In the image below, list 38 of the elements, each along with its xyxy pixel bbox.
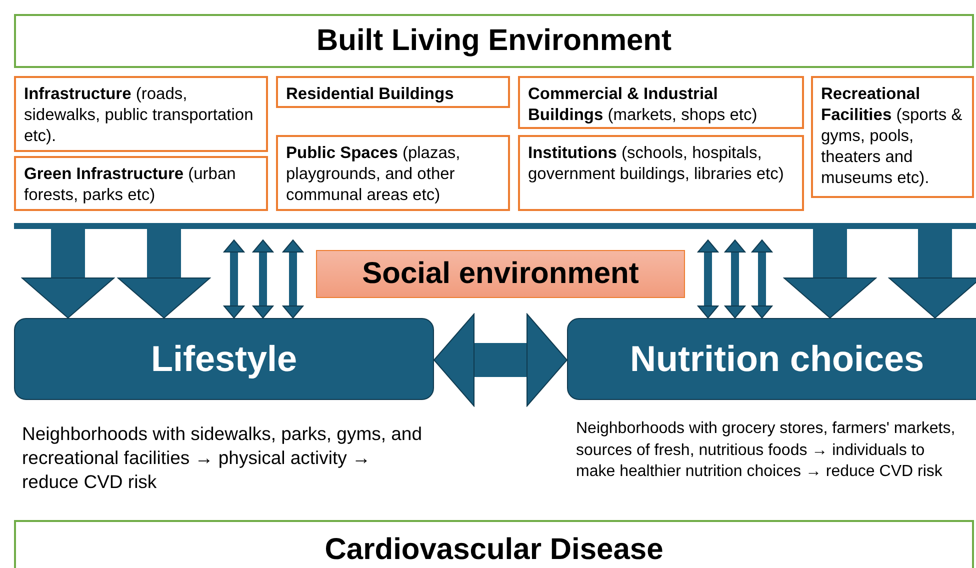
category-text: Green Infrastructure (urban forests, parks etc) <box>24 165 236 204</box>
heading-text: Lifestyle <box>150 338 298 380</box>
category-box <box>276 135 510 211</box>
factor-box <box>316 250 685 298</box>
category-box <box>811 76 974 198</box>
category-text: Infrastructure (roads, sidewalks, public transportation etc). <box>24 85 254 145</box>
category-text: Residential Buildings <box>286 85 454 103</box>
arrow <box>784 229 876 318</box>
arrow <box>698 240 718 318</box>
heading-box <box>14 520 974 568</box>
category-box <box>14 76 268 152</box>
arrow <box>434 314 568 406</box>
heading-text: Built Living Environment <box>316 24 672 58</box>
arrow <box>224 240 244 318</box>
arrow <box>752 240 772 318</box>
category-box <box>518 135 804 211</box>
description-text: Neighborhoods with grocery stores, farmers' markets, sources of fresh, nutritious foods → individuals to make healthier nutrition choices → reduce CVD risk <box>576 419 956 482</box>
category-box <box>14 156 268 211</box>
arrow <box>282 240 304 318</box>
arrow <box>22 229 114 318</box>
category-box <box>518 76 804 129</box>
heading-text: Cardiovascular Disease <box>324 532 664 568</box>
arrow <box>724 240 746 318</box>
arrow <box>252 240 274 318</box>
category-text: Institutions (schools, hospitals, government buildings, libraries etc) <box>528 144 784 183</box>
category-box <box>276 76 510 108</box>
divider-bar <box>14 223 976 229</box>
outcome-box <box>14 318 434 400</box>
arrow <box>118 229 210 318</box>
category-text: Public Spaces (plazas, playgrounds, and other communal areas etc) <box>286 144 460 204</box>
outcome-box <box>567 318 976 400</box>
heading-text: Nutrition choices <box>630 338 924 380</box>
description-text: Neighborhoods with sidewalks, parks, gyms, and recreational facilities → physical activity → reduce CVD risk <box>22 422 422 494</box>
category-text: Recreational Facilities (sports & gyms, pools, theaters and museums etc). <box>821 85 962 187</box>
heading-text: Social environment <box>362 257 639 291</box>
arrow <box>888 229 976 318</box>
heading-box <box>14 14 974 68</box>
category-text: Commercial & Industrial Buildings (markets, shops etc) <box>528 85 758 124</box>
